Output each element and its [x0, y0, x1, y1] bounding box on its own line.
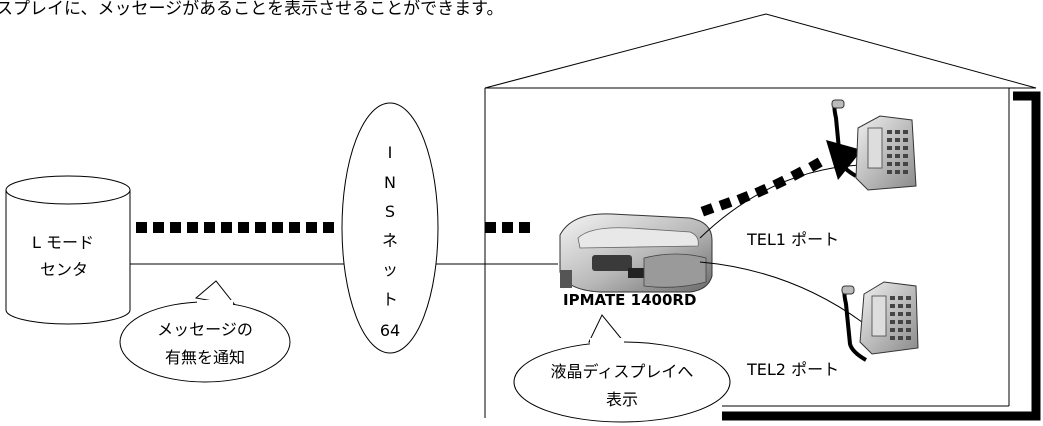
callout-display-line-2: 表示	[606, 390, 638, 409]
lmode-center-cylinder: L モード センタ	[5, 175, 131, 325]
ins-char-4: ネ	[382, 231, 398, 250]
ins-number: 64	[380, 321, 400, 340]
callout-notify-line-2: 有無を通知	[165, 348, 245, 367]
tel1-port-label: TEL1 ポート	[746, 230, 839, 249]
ins-char-1: I	[388, 143, 393, 162]
lmode-center-label-1: L モード	[32, 233, 94, 252]
callout-notify: メッセージの 有無を通知	[119, 280, 291, 383]
lcd-display	[592, 255, 632, 271]
ipmate-device	[559, 213, 713, 293]
tel2-port-label: TEL2 ポート	[746, 360, 839, 379]
ins-char-5: ッ	[382, 260, 398, 279]
callout-notify-line-1: メッセージの	[157, 320, 253, 339]
signal-dots-right	[485, 222, 530, 233]
callout-display: 液晶ディスプレイへ 表示	[513, 314, 731, 423]
signal-arrow-to-phone	[700, 140, 862, 217]
lmode-center-label-2: センタ	[40, 260, 88, 279]
tel2-cable	[699, 261, 863, 323]
telephone-2	[841, 281, 919, 362]
callout-display-line-1: 液晶ディスプレイへ	[551, 362, 694, 381]
signal-dots-left	[136, 222, 334, 233]
ins-char-3: S	[385, 202, 395, 221]
header-text: スプレイに、メッセージがあることを表示させることができます。	[0, 0, 503, 19]
ins-char-2: N	[384, 173, 396, 192]
house-shadow-wall	[722, 91, 1041, 421]
house	[484, 13, 1041, 421]
device-label: IPMATE 1400RD	[563, 291, 696, 309]
ins-net-64-oval: I N S ネ ッ ト 64	[341, 102, 439, 354]
ins-char-6: ト	[382, 290, 398, 309]
telephone-1	[831, 99, 917, 191]
